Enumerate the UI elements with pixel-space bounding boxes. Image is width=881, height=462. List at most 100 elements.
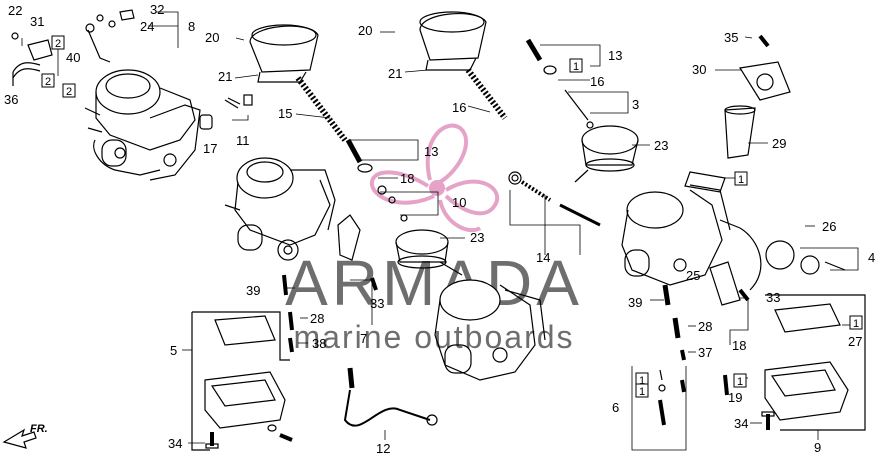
callout-40: 40 — [66, 50, 80, 65]
carburetor-center — [434, 279, 546, 381]
callout-26: 26 — [822, 219, 836, 234]
bracket-9 — [765, 294, 866, 431]
carb-top-cover-right — [419, 11, 487, 71]
carburetor-right — [621, 184, 731, 286]
callout-28b: 28 — [698, 319, 712, 334]
direction-label: FR. — [30, 423, 48, 435]
svg-text:1: 1 — [639, 375, 645, 387]
callout-25: 25 — [686, 268, 700, 283]
callout-20a: 20 — [205, 30, 219, 45]
main-jet-stack — [658, 284, 686, 426]
callout-39a: 39 — [246, 283, 260, 298]
jet-assembly-left — [345, 138, 408, 222]
callout-14: 14 — [536, 250, 550, 265]
boxed-callout-1e: 1 — [733, 373, 747, 388]
callout-17: 17 — [203, 141, 217, 156]
pilot-screw-assembly — [508, 171, 601, 227]
callout-23b: 23 — [654, 138, 668, 153]
callout-36: 36 — [4, 92, 18, 107]
leader-lines — [21, 11, 859, 451]
callout-8: 8 — [188, 19, 195, 34]
small-screws-left — [282, 274, 378, 353]
callout-35: 35 — [724, 30, 738, 45]
boxed-callout-1d: 1 — [635, 372, 649, 387]
small-parts-11-17 — [199, 94, 253, 130]
svg-text:1: 1 — [573, 61, 579, 73]
svg-text:2: 2 — [66, 86, 72, 98]
float-bowl-left — [204, 315, 293, 442]
watermark-tagline: marine outboards — [293, 319, 574, 355]
throttle-position-sensor — [739, 34, 791, 101]
callout-13a: 13 — [424, 144, 438, 159]
callout-5: 5 — [170, 343, 177, 358]
diaphragm-right — [574, 125, 639, 183]
callout-9: 9 — [814, 440, 821, 455]
jet-needle-right — [525, 38, 594, 129]
svg-text:2: 2 — [45, 76, 51, 88]
fuel-line — [343, 367, 438, 427]
callout-33b: 33 — [766, 290, 780, 305]
choke-linkage — [11, 9, 135, 86]
svg-text:1: 1 — [737, 376, 743, 388]
callout-37: 37 — [698, 345, 712, 360]
callout-3: 3 — [632, 97, 639, 112]
callout-12: 12 — [376, 441, 390, 456]
callout-21a: 21 — [218, 69, 232, 84]
callout-31: 31 — [30, 14, 44, 29]
svg-text:2: 2 — [55, 38, 61, 50]
carb-top-cover-left — [249, 24, 319, 83]
bolt-34-left — [205, 432, 219, 449]
svg-text:1: 1 — [639, 386, 645, 398]
callout-23a: 23 — [470, 230, 484, 245]
boxed-callouts: 2 2 2 1 1 1 1 1 1 — [41, 35, 863, 398]
spring-15 — [295, 76, 348, 142]
diaphragm-middle — [395, 229, 463, 276]
front-direction-arrow: FR. — [2, 423, 48, 449]
callout-18b: 18 — [732, 338, 746, 353]
callout-21b: 21 — [388, 66, 402, 81]
boxed-callout-1b: 1 — [734, 171, 748, 186]
boxed-callout-1f: 1 — [635, 383, 649, 398]
callout-32: 32 — [150, 2, 164, 17]
boxed-callout-2b: 2 — [41, 73, 55, 88]
callout-33a: 33 — [370, 296, 384, 311]
callout-34b: 34 — [734, 416, 748, 431]
callout-39b: 39 — [628, 295, 642, 310]
callout-28a: 28 — [310, 311, 324, 326]
throttle-lever — [337, 214, 361, 261]
boxed-callout-2c: 2 — [62, 83, 76, 98]
callout-20b: 20 — [358, 23, 372, 38]
callout-38: 38 — [312, 336, 326, 351]
callout-22: 22 — [8, 3, 22, 18]
boxed-callout-1a: 1 — [569, 58, 583, 73]
callout-30: 30 — [692, 62, 706, 77]
connector-25 — [709, 261, 741, 306]
callout-7: 7 — [360, 331, 367, 346]
callout-24: 24 — [140, 19, 154, 34]
solenoid-valve — [719, 219, 846, 291]
carburetor-mid-left — [224, 157, 336, 261]
callout-11: 11 — [236, 133, 250, 148]
callout-27: 27 — [848, 334, 862, 349]
float-bowl-right — [764, 303, 849, 421]
callout-18a: 18 — [400, 171, 414, 186]
callout-16b: 16 — [590, 74, 604, 89]
boxed-callout-2a: 2 — [51, 35, 65, 50]
callout-labels: 22 31 32 24 8 40 36 20 21 15 17 11 20 21… — [4, 2, 875, 456]
callout-16a: 16 — [452, 100, 466, 115]
gasket-1-right — [684, 171, 726, 193]
bolt-34-right — [761, 411, 775, 430]
boot-29 — [724, 105, 756, 159]
callout-6: 6 — [612, 400, 619, 415]
callout-13b: 13 — [608, 48, 622, 63]
callout-19: 19 — [728, 390, 742, 405]
callout-15: 15 — [278, 106, 292, 121]
callout-34a: 34 — [168, 436, 182, 451]
carburetor-top-left — [84, 69, 201, 181]
callout-4: 4 — [868, 250, 875, 265]
svg-text:1: 1 — [738, 174, 744, 186]
svg-text:1: 1 — [853, 318, 859, 330]
callout-29: 29 — [772, 136, 786, 151]
bracket-5 — [191, 311, 290, 451]
